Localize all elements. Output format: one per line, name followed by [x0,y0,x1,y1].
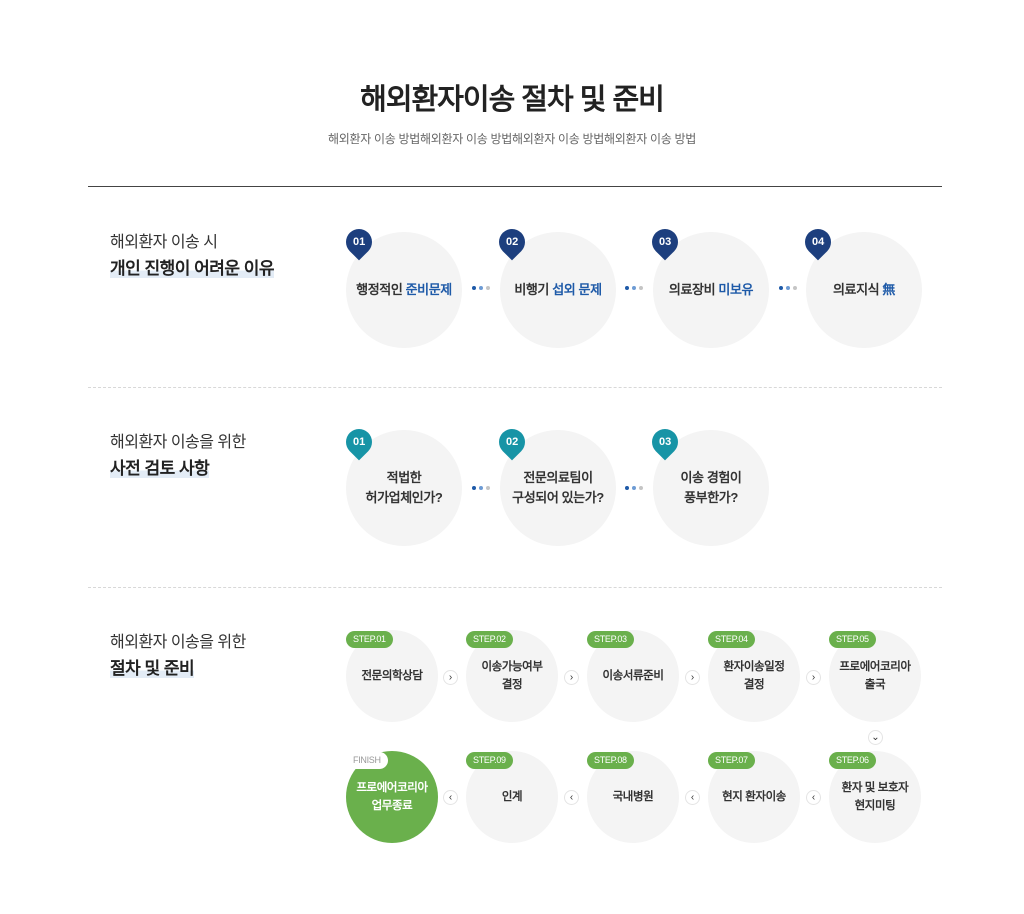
page-subtitle: 해외환자 이송 방법해외환자 이송 방법해외환자 이송 방법해외환자 이송 방법 [328,132,696,146]
reason-highlight: 無 [882,282,896,297]
step-line1: 환자 및 보호자 [841,782,909,794]
section-heading-line1: 해외환자 이송을 위한 [110,434,246,451]
step-tag: STEP.03 [587,631,634,648]
chevron-left-icon: ‹ [685,790,700,805]
step-line2: 출국 [864,679,886,691]
section-divider [88,587,942,588]
review-line1: 적법한 [386,470,422,485]
chevron-down-icon: ⌄ [868,730,883,745]
step-line1: 전문의학상담 [361,670,423,682]
review-line2: 구성되어 있는가? [512,490,604,505]
connector-dots [472,286,490,290]
step-line1: 이송서류준비 [602,670,664,682]
connector-dots [779,286,797,290]
section-heading-review: 해외환자 이송을 위한 사전 검토 사항 [110,430,246,483]
step-line2: 업무종료 [371,800,413,812]
step-line2: 현지미팅 [854,800,896,812]
step-line2: 결정 [743,679,765,691]
connector-dots [472,486,490,490]
step-tag: STEP.07 [708,752,755,769]
reason-highlight: 섭외 문제 [552,282,602,297]
step-line1: 국내병원 [612,791,654,803]
step-tag: STEP.06 [829,752,876,769]
step-line2: 결정 [501,679,523,691]
review-line1: 이송 경험이 [680,470,742,485]
reason-highlight: 준비문제 [405,282,453,297]
chevron-right-icon: › [564,670,579,685]
step-line1: 이송가능여부 [481,661,543,673]
chevron-right-icon: › [806,670,821,685]
finish-tag: FINISH [346,752,388,769]
chevron-right-icon: › [685,670,700,685]
step-line1: 프로에어코리아 [839,661,911,673]
connector-dots [625,486,643,490]
section-heading-line2: 사전 검토 사항 [110,459,210,478]
section-heading-reasons: 해외환자 이송 시 개인 진행이 어려운 이유 [110,230,275,283]
step-line1: 환자이송일정 [723,661,785,673]
reason-highlight: 미보유 [718,282,754,297]
step-line1: 프로에어코리아 [356,782,428,794]
reason-text: 의료장비 [668,282,716,297]
step-card-7: 현지 환자이송 [708,751,800,843]
chevron-left-icon: ‹ [564,790,579,805]
section-heading-line2: 절차 및 준비 [110,659,195,678]
chevron-right-icon: › [443,670,458,685]
section-divider [88,387,942,388]
step-tag: STEP.05 [829,631,876,648]
step-tag: STEP.04 [708,631,755,648]
section-heading-line2: 개인 진행이 어려운 이유 [110,259,275,278]
page-title: 해외환자이송 절차 및 준비 [360,84,665,116]
top-divider [88,186,942,187]
chevron-left-icon: ‹ [806,790,821,805]
step-tag: STEP.01 [346,631,393,648]
step-tag: STEP.09 [466,752,513,769]
step-line1: 인계 [501,791,523,803]
step-tag: STEP.08 [587,752,634,769]
chevron-left-icon: ‹ [443,790,458,805]
reason-text: 비행기 [514,282,549,297]
review-line1: 전문의료팀이 [523,470,593,485]
step-tag: STEP.02 [466,631,513,648]
reason-text: 행정적인 [356,282,403,297]
review-line2: 풍부한가? [684,490,738,505]
section-heading-procedure: 해외환자 이송을 위한 절차 및 준비 [110,630,246,683]
section-heading-line1: 해외환자 이송을 위한 [110,634,246,651]
section-heading-line1: 해외환자 이송 시 [110,234,218,251]
reason-text: 의료지식 [832,282,880,297]
review-line2: 허가업체인가? [365,490,443,505]
reason-card-4: 의료지식 無 [806,232,922,348]
step-line1: 현지 환자이송 [722,791,786,803]
connector-dots [625,286,643,290]
